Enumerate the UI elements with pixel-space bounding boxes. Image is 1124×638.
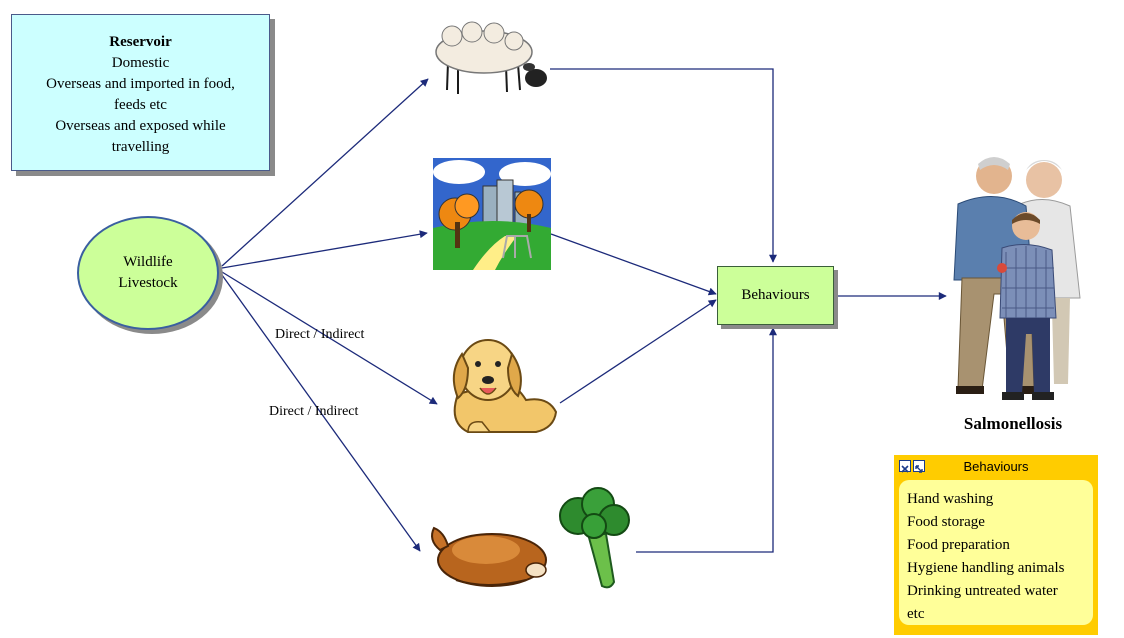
note-item: Food preparation	[907, 537, 1010, 553]
arrow-source-to-sheep	[221, 78, 429, 267]
arrow-sheep-to-behaviours	[550, 68, 777, 263]
reservoir-line: Domestic	[111, 55, 170, 71]
arrow-food-to-behaviours	[636, 327, 777, 553]
close-icon[interactable]	[899, 460, 911, 473]
note-item: etc	[907, 606, 925, 622]
sheep-icon	[435, 21, 547, 94]
note-item: Food storage	[907, 514, 985, 530]
roast-chicken-icon	[431, 526, 547, 587]
note-item: Hygiene handling animals	[907, 560, 1065, 576]
park-icon	[433, 158, 551, 270]
source-label-line1: Wildlife	[123, 254, 173, 270]
note-header: Behaviours	[899, 455, 1093, 480]
resize-icon[interactable]	[913, 460, 925, 473]
reservoir-line: travelling	[111, 139, 170, 155]
note-item: Drinking untreated water	[907, 583, 1058, 599]
note-title: Behaviours	[963, 459, 1029, 474]
edge-label-food: Direct / Indirect	[269, 404, 359, 419]
arrow-park-to-behaviours	[550, 233, 717, 296]
edge-label-dog: Direct / Indirect	[275, 327, 365, 342]
note-item: Hand washing	[907, 491, 994, 507]
reservoir-line: Overseas and imported in food,	[46, 76, 235, 92]
behaviours-node-label: Behaviours	[741, 287, 810, 303]
reservoir-line: feeds etc	[114, 97, 167, 113]
arrow-source-to-dog	[221, 271, 438, 405]
source-node: Wildlife Livestock	[77, 216, 219, 330]
source-label-line2: Livestock	[118, 275, 178, 291]
broccoli-icon	[559, 487, 630, 589]
dog-icon	[452, 339, 558, 433]
arrow-source-to-park	[221, 230, 428, 269]
arrow-source-to-food	[221, 274, 421, 552]
outcome-caption: Salmonellosis	[963, 414, 1063, 433]
note-body: Hand washing Food storage Food preparati…	[899, 480, 1093, 625]
reservoir-box: Reservoir Domestic Overseas and imported…	[11, 14, 270, 171]
reservoir-line: Overseas and exposed while	[55, 118, 226, 134]
behaviours-note: Behaviours Hand washing Food storage Foo…	[894, 455, 1098, 635]
family-photo-icon	[953, 157, 1081, 400]
reservoir-title: Reservoir	[109, 34, 172, 50]
arrow-dog-to-behaviours	[559, 299, 717, 404]
behaviours-node: Behaviours	[717, 266, 834, 325]
